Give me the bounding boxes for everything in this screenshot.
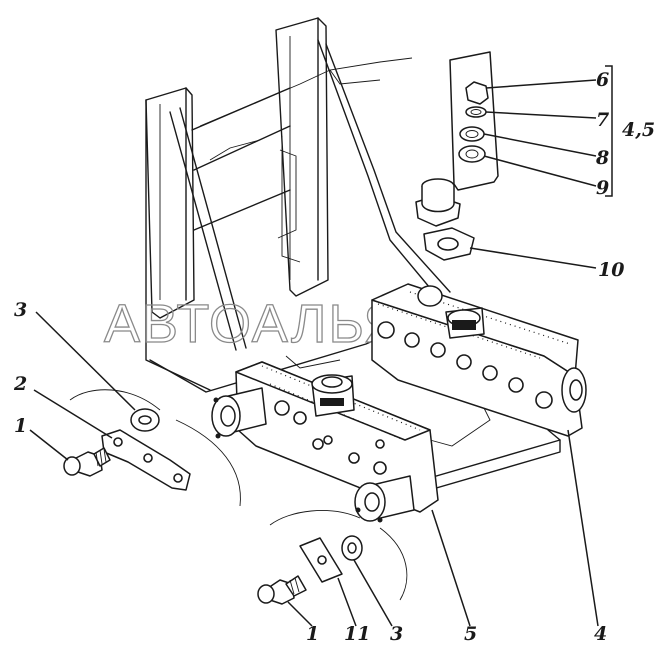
rear-beam-housing [371, 283, 587, 437]
callout-4-5: 4,5 [622, 119, 655, 141]
callout-11: 11 [344, 623, 370, 645]
callout-6: 6 [596, 69, 609, 91]
washer-part-8 [459, 126, 485, 142]
front-beam-housing [211, 361, 439, 523]
lower-mounting-group [257, 510, 408, 605]
callout-10: 10 [598, 259, 624, 281]
nut-part-6 [465, 81, 489, 105]
callout-2: 2 [13, 373, 27, 395]
callout-7: 7 [596, 109, 609, 131]
callout-5: 5 [464, 623, 477, 645]
callout-9: 9 [596, 177, 609, 199]
bolt-part-1-lower [257, 575, 307, 605]
callout-4: 4 [594, 623, 607, 645]
left-mounting-group [63, 389, 241, 507]
callout-labels: 3 2 1 1 11 3 5 4 6 7 8 9 10 4,5 [13, 69, 655, 645]
fastener-stack [449, 51, 499, 191]
frame-structure [145, 17, 561, 501]
washer-part-7 [465, 106, 487, 118]
callout-1-lower: 1 [306, 623, 319, 645]
washer-part-9 [458, 145, 486, 163]
callout-3-left: 3 [14, 299, 27, 321]
callout-8: 8 [595, 147, 609, 169]
bolt-part-1-left [63, 447, 111, 477]
cap-and-gasket [415, 178, 475, 261]
leader-lines [29, 79, 599, 627]
group-bracket [605, 65, 613, 197]
callout-1-left: 1 [14, 415, 27, 437]
callout-3-lower: 3 [390, 623, 403, 645]
